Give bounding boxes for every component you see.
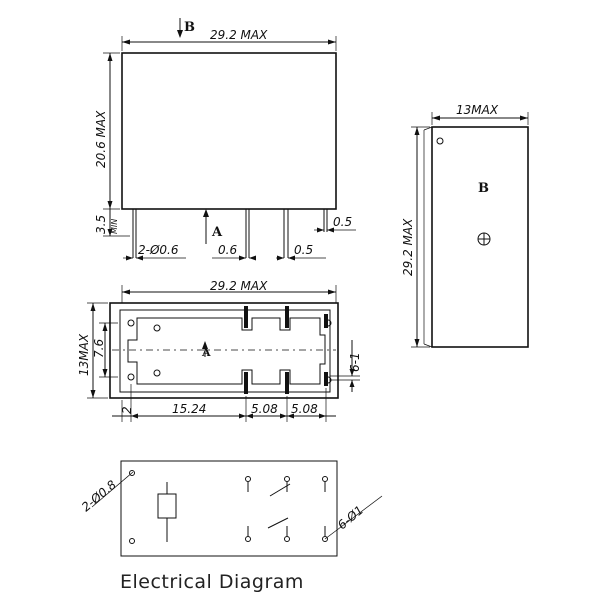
front-width-label: 29.2 MAX bbox=[210, 28, 268, 42]
bottom-inner-height-label: 7.6 bbox=[92, 339, 106, 358]
coil-pin-label: 2-Ø0.6 bbox=[138, 243, 179, 257]
view-b-marker: B bbox=[184, 20, 195, 35]
bottom-view: 29.2 MAX A 13MAX bbox=[77, 279, 362, 422]
side-marker-b: B bbox=[478, 181, 489, 196]
diagram-caption: Electrical Diagram bbox=[120, 571, 304, 593]
spacing-3: 5.08 bbox=[251, 402, 278, 416]
bottom-height-label: 13MAX bbox=[77, 333, 91, 376]
coil-hole-label: 2-Ø0.8 bbox=[79, 477, 119, 514]
front-body bbox=[121, 52, 337, 210]
front-height-label: 20.6 MAX bbox=[94, 110, 108, 168]
bottom-marker-a: A bbox=[201, 346, 211, 359]
contact-hole-label: 6-Ø1 bbox=[335, 503, 366, 532]
electrical-diagram: 2-Ø0.8 6-Ø1 Electrical Diagram bbox=[79, 460, 383, 593]
pin-width-b: 0.5 bbox=[294, 243, 313, 257]
pin-width-c: 0.5 bbox=[333, 215, 352, 229]
view-a-marker: A bbox=[211, 225, 223, 240]
side-height-label: 29.2 MAX bbox=[401, 218, 415, 276]
bottom-width-label: 29.2 MAX bbox=[210, 279, 268, 293]
bottom-body-inner bbox=[119, 309, 331, 393]
front-view: 29.2 MAX B 20.6 MAX 3.5 MIN A bbox=[94, 18, 356, 261]
pin-width-a: 0.6 bbox=[218, 243, 237, 257]
pin-height-label: 3.5 bbox=[94, 215, 108, 234]
side-mount-hole bbox=[436, 137, 444, 145]
right-hole-label: 6-1 bbox=[348, 352, 362, 372]
bottom-body-outer bbox=[109, 302, 339, 399]
side-body bbox=[431, 126, 529, 348]
side-width-label: 13MAX bbox=[456, 103, 499, 117]
side-view: 13MAX 29.2 MAX B bbox=[401, 103, 529, 348]
pin-height-sub: MIN bbox=[110, 219, 119, 234]
spacing-4: 5.08 bbox=[291, 402, 318, 416]
electrical-outline bbox=[120, 460, 338, 557]
coil-symbol bbox=[157, 493, 177, 519]
spacing-1: 2 bbox=[120, 406, 134, 414]
spacing-2: 15.24 bbox=[172, 402, 206, 416]
